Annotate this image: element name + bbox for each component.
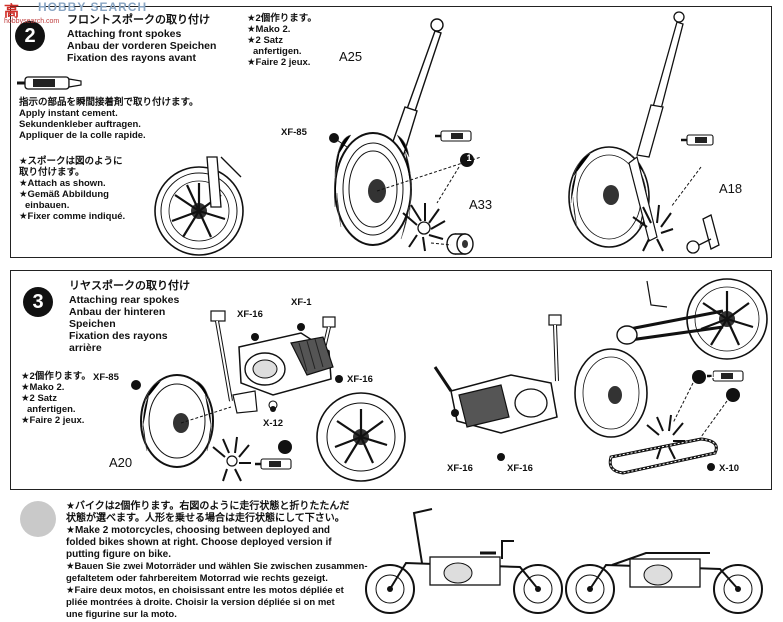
step2-make-jp: ★2個作ります。 (247, 13, 317, 24)
step3-make-fr: ★Faire 2 jeux. (21, 415, 85, 426)
note-jp-1: ★バイクは2個作ります。右図のように走行状態と折りたたんだ (66, 501, 350, 512)
step-2-panel: 2 フロントスポークの取り付け Attaching front spokes A… (10, 6, 772, 258)
note-de-1: ★Bauen Sie zwei Motorräder und wählen Si… (66, 561, 368, 572)
cement-jp: 指示の部品を瞬間接着剤で取り付けます。 (19, 97, 199, 108)
note-marker-icon (20, 501, 56, 537)
step3-make-satz: ★2 Satz (21, 393, 57, 404)
circle-number-3: 3 (295, 440, 301, 450)
step-number-2: 2 (15, 21, 45, 51)
spoke-jp-2: 取り付けます。 (19, 167, 85, 178)
cement-tube-icon (17, 76, 82, 90)
front-wheel-detail-icon (154, 156, 244, 256)
assembled-front-wheel-icon (568, 11, 720, 254)
paint-label-xf16-c: XF-16 (447, 463, 473, 474)
step2-artwork (17, 11, 720, 256)
part-label-a18: A18 (719, 181, 743, 196)
bottom-artwork (20, 501, 763, 614)
circle-number-1b: 1 (709, 370, 715, 380)
paint-label-xf16-d: XF-16 (507, 463, 533, 474)
engine-chain-assembly-icon (433, 278, 768, 475)
rear-frame-assembly-icon (210, 310, 336, 414)
paint-label-x12: X-12 (263, 418, 284, 429)
cement-en: Apply instant cement. (19, 108, 118, 119)
circle-number-2: 2 (743, 388, 749, 398)
step-number-3: 3 (23, 287, 53, 317)
note-fr-3: une figurine sur la moto. (66, 609, 177, 620)
paint-label-xf85: XF-85 (93, 372, 119, 383)
step2-title-en: Attaching front spokes (67, 28, 182, 40)
step2-make-satz: ★2 Satz (247, 35, 283, 46)
cement-tube-small-icon (435, 130, 474, 204)
note-de-2: gefaltetem oder fahrbereitem Motorrad wi… (66, 573, 328, 584)
step2-make-anfertigen: anfertigen. (253, 46, 302, 57)
spoke-fr: ★Fixer comme indiqué. (19, 211, 126, 222)
step2-title-fr: Fixation des rayons avant (67, 52, 196, 64)
step3-make-mako: ★Mako 2. (21, 382, 65, 393)
note-fr-1: ★Faire deux motos, en choisissant entre … (66, 585, 344, 596)
paint-label-xf1: XF-1 (291, 297, 312, 308)
watermark-site: HOBBY SEARCH (38, 0, 148, 14)
step2-make-mako: ★Mako 2. (247, 24, 291, 35)
bottom-notes: ★バイクは2個作ります。右図のように走行状態と折りたたんだ 状態が選べます。人形… (10, 497, 772, 620)
part-label-a20: A20 (109, 455, 133, 470)
step3-artwork (131, 278, 768, 482)
step3-title-de-2: Speichen (69, 318, 116, 330)
note-fr-2: pliée montrées à droite. Choisir la vers… (66, 597, 335, 608)
note-jp-2: 状態が選べます。人形を乗せる場合は走行状態にして下さい。 (66, 513, 345, 524)
rear-wheel-detail-icon (316, 392, 406, 482)
step2-make-fr: ★Faire 2 jeux. (247, 57, 311, 68)
circle-number-1: 1 (466, 153, 472, 163)
watermark-url: hobbysearch.com (4, 18, 60, 25)
front-fork-assembly-icon (329, 18, 482, 255)
step2-title-jp: フロントスポークの取り付け (67, 14, 210, 26)
step3-title-de-1: Anbau der hinteren (69, 306, 166, 318)
rear-wheel-left-icon (131, 374, 251, 482)
note-en-2: folded bikes shown at right. Choose depl… (66, 537, 332, 548)
spoke-de-1: ★Gemäß Abbildung (19, 189, 109, 200)
paint-label-x10: X-10 (719, 463, 740, 474)
paint-label-xf85: XF-85 (281, 127, 307, 138)
watermark-logo: 高 (4, 3, 20, 20)
spoke-en: ★Attach as shown. (19, 178, 106, 189)
step3-title-fr-1: Fixation des rayons (69, 330, 168, 342)
step3-make-anfertigen: anfertigen. (27, 404, 76, 415)
note-en-3: putting figure on bike. (66, 549, 171, 560)
cement-tube-step3-icon (255, 440, 292, 470)
part-label-a25: A25 (339, 49, 363, 64)
step-3-panel: 3 リヤスポークの取り付け Attaching rear spokes Anba… (10, 270, 772, 490)
step3-title-en: Attaching rear spokes (69, 294, 180, 306)
spoke-jp-1: ★スポークは図のように (19, 156, 123, 167)
spoke-de-2: einbauen. (25, 200, 70, 211)
folded-bike-icon (565, 552, 763, 614)
cement-fr: Appliquer de la colle rapide. (19, 130, 146, 141)
step3-title-jp: リヤスポークの取り付け (69, 280, 190, 292)
deployed-bike-icon (365, 508, 563, 614)
step2-title-de: Anbau der vorderen Speichen (67, 40, 217, 52)
step3-make-jp: ★2個作ります。 (21, 371, 91, 382)
step3-title-fr-2: arrière (69, 342, 102, 354)
paint-label-xf16-b: XF-16 (347, 374, 373, 385)
note-en-1: ★Make 2 motorcycles, choosing between de… (66, 525, 331, 536)
paint-label-xf16-a: XF-16 (237, 309, 263, 320)
part-label-a33: A33 (469, 197, 493, 212)
cement-de: Sekundenkleber auftragen. (19, 119, 141, 130)
